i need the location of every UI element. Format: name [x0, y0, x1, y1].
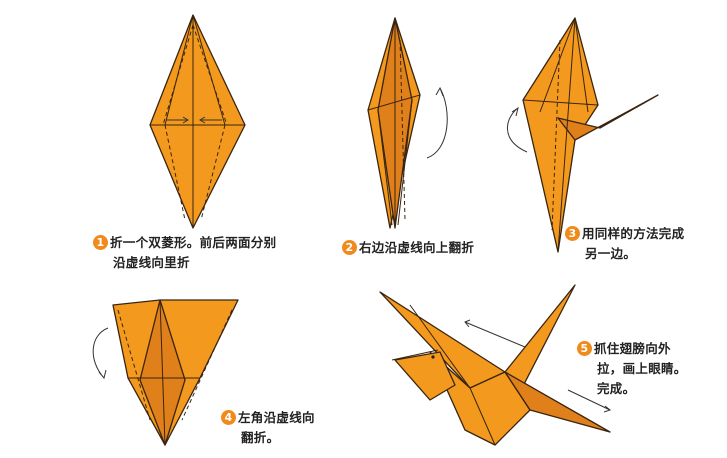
- step4-number-badge: 4: [221, 410, 236, 425]
- step3-text-line1: 用同样的方法完成: [582, 226, 685, 241]
- step4-text-line1: 左角沿虚线向: [238, 410, 315, 425]
- step2-figure: [367, 17, 448, 229]
- step1-figure: [149, 14, 246, 229]
- step5-text-line2: 拉，画上眼睛。: [597, 361, 687, 376]
- step5-figure: [379, 284, 612, 446]
- step4-figure: [92, 299, 239, 446]
- step2-text-line1: 右边沿虚线向上翻折: [359, 240, 475, 255]
- step1-text-line2: 沿虚线向里折: [113, 255, 190, 270]
- step3-text-line2: 另一边。: [585, 246, 637, 261]
- step3-number-badge: 3: [565, 226, 580, 241]
- step3-figure: [507, 17, 659, 253]
- step1-number-badge: 1: [93, 235, 108, 250]
- step1-text-line1: 折一个双菱形。前后两面分别: [110, 235, 277, 250]
- step2-number-badge: 2: [342, 240, 357, 255]
- step4-text-line2: 翻折。: [241, 430, 280, 445]
- step5-text-line3: 完成。: [597, 381, 636, 396]
- step5-text-line1: 抓住翅膀向外: [594, 341, 671, 356]
- step5-number-badge: 5: [577, 341, 592, 356]
